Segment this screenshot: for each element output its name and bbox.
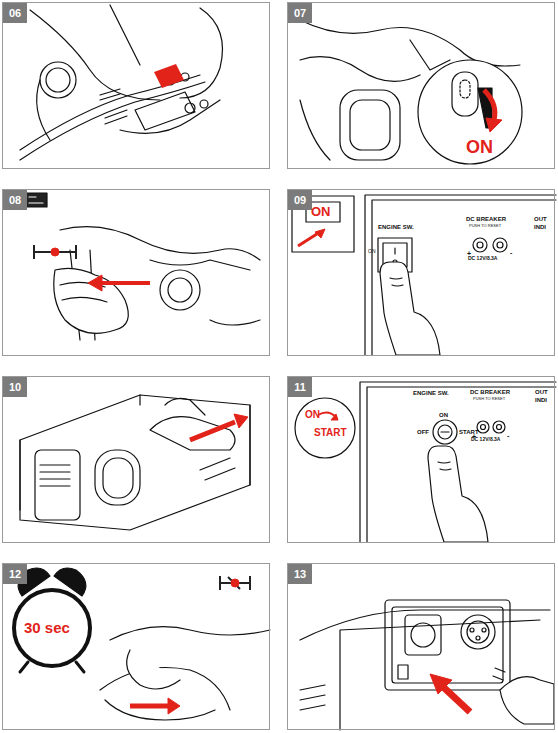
panel-label: PUSH TO RESET [469,224,501,228]
panel-label: ENGINE SW. [413,390,449,396]
valve-state: ON [466,138,493,156]
step-number: 12 [3,564,27,584]
zoom-inset [418,60,522,164]
panel-label: INDI [535,397,547,403]
step-number: 06 [3,3,27,23]
step-panel: 07 [287,2,555,169]
choke-drawing [25,193,260,340]
action-arrows [34,64,502,714]
step-panel: 06 [2,2,270,169]
step-panel: 13 [287,563,555,730]
panel-label: DC BREAKER [470,389,510,395]
step-number: 09 [288,190,312,210]
switch-state: ON [368,249,376,254]
step-number: 11 [288,377,312,397]
hand [380,262,440,355]
panel-label: OUT [534,216,547,222]
terminal-sign: - [510,249,512,256]
step-panel: 08 [2,189,270,356]
rating-label: DC 12V/8.3A [468,256,497,261]
panel-label: OUT [535,389,548,395]
panel-label: PUSH TO RESET [473,397,505,401]
switch-state: ON [439,412,448,418]
terminal-sign: - [507,432,509,439]
step-number: 08 [3,190,27,210]
control-panel [295,382,556,542]
socket-drawing [300,600,554,730]
choke-return-drawing [14,568,270,720]
switch-state: START [314,428,347,438]
switch-state: ON [311,205,331,218]
fuel-valve-drawing [300,20,520,160]
step-panel: 11 [287,376,555,543]
switch-state: ON [305,410,320,420]
panel-label: ENGINE SW. [378,224,414,230]
panel-label: DC BREAKER [466,216,506,222]
step-number: 13 [288,564,312,584]
earth-terminal-drawing [20,5,223,160]
generator-drawing [20,395,250,530]
step-panel: 10 [2,376,270,543]
step-number: 10 [3,377,27,397]
control-panel [292,195,556,355]
valve-lever [452,72,478,116]
panel-label: INDI [534,224,546,230]
switch-state: OFF [417,429,429,435]
step-panel: 12 [2,563,270,730]
step-number: 07 [288,3,312,23]
time-label: 30 sec [24,620,70,635]
rating-label: DC 12V/8.3A [471,437,500,442]
hand [428,446,488,542]
